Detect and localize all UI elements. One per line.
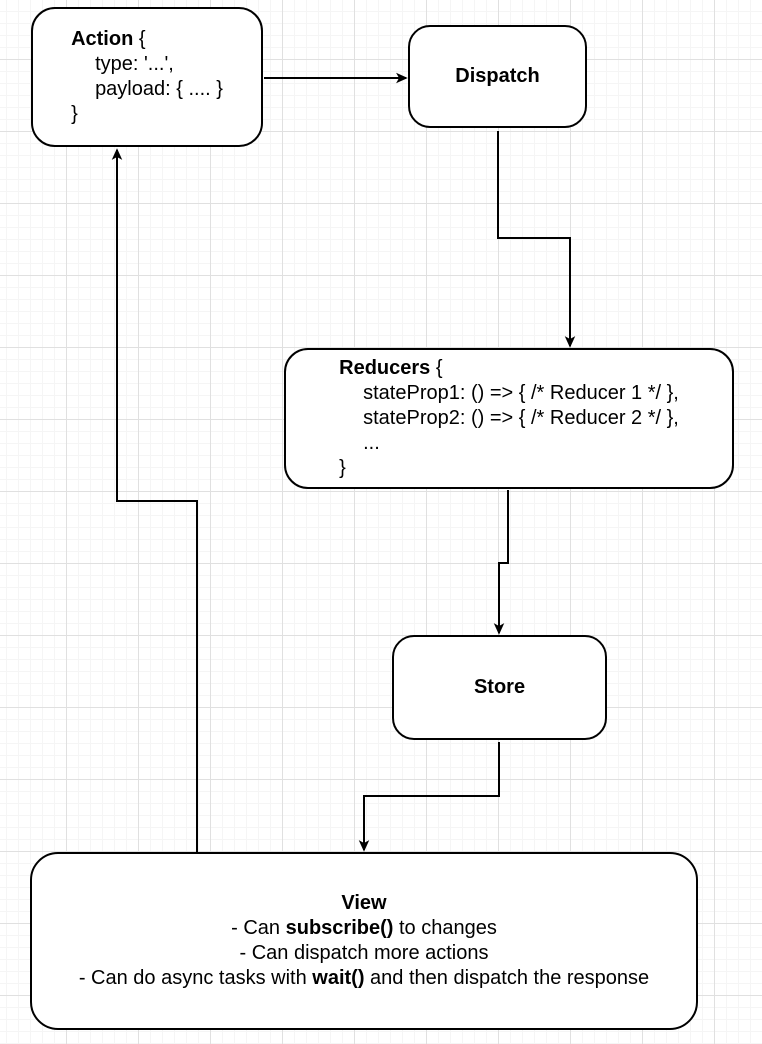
action-code-block: Action { type: '...', payload: { .... } … — [71, 27, 223, 127]
reducers-code-block: Reducers { stateProp1: () => { /* Reduce… — [339, 356, 679, 481]
node-store: Store — [392, 635, 607, 740]
view-bullet3-bold: wait() — [312, 967, 365, 989]
view-bullet: - Can subscribe() to changes — [79, 916, 649, 941]
node-action: Action { type: '...', payload: { .... } … — [31, 7, 263, 147]
action-header-line: Action { — [71, 27, 223, 52]
view-text-block: View - Can subscribe() to changes - Can … — [79, 891, 649, 991]
store-label: Store — [473, 676, 526, 698]
view-bullet: - Can do async tasks with wait() and the… — [79, 966, 649, 991]
view-bullet1-bold: subscribe() — [285, 917, 394, 939]
view-bullet: - Can dispatch more actions — [239, 942, 489, 964]
view-bullet3-post: and then dispatch the response — [364, 967, 650, 989]
connector-dispatch-to-reducers — [497, 131, 576, 348]
reducers-header-line: Reducers { — [339, 356, 679, 381]
node-view: View - Can subscribe() to changes - Can … — [30, 852, 698, 1030]
reducers-code-line: ... — [363, 432, 380, 454]
reducers-code-line: stateProp1: () => { /* Reducer 1 */ }, — [363, 382, 679, 404]
connector-store-to-view — [358, 742, 500, 852]
reducers-code-line: stateProp2: () => { /* Reducer 2 */ }, — [363, 407, 679, 429]
connector-view-to-action — [111, 148, 198, 852]
action-title: Action — [71, 28, 134, 50]
action-code-line: payload: { .... } — [95, 78, 223, 100]
reducers-title: Reducers — [339, 357, 431, 379]
node-dispatch: Dispatch — [408, 25, 587, 128]
connector-reducers-to-store — [493, 490, 509, 635]
view-bullet1-pre: - Can — [231, 917, 286, 939]
reducers-close-brace: } — [339, 457, 346, 479]
dispatch-label: Dispatch — [455, 65, 540, 87]
view-bullet3-pre: - Can do async tasks with — [78, 967, 313, 989]
action-code-line: type: '...', — [95, 53, 174, 75]
view-title: View — [341, 892, 387, 914]
action-close-brace: } — [71, 103, 78, 125]
view-bullet1-post: to changes — [393, 917, 497, 939]
action-open-brace: { — [133, 28, 146, 50]
node-reducers: Reducers { stateProp1: () => { /* Reduce… — [284, 348, 734, 489]
reducers-open-brace: { — [430, 357, 443, 379]
